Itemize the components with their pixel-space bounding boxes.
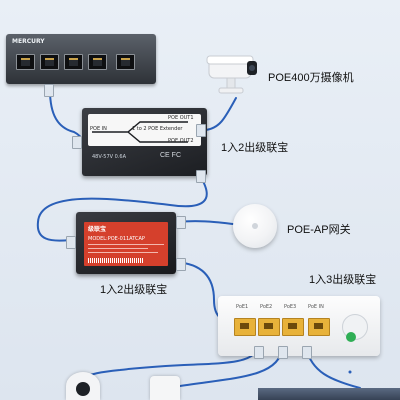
extender-red-model: MODEL:POE-011ATCAP — [88, 236, 145, 242]
splitter-port — [282, 318, 304, 336]
camera-lens — [76, 382, 90, 396]
extender-top-label: 1入2出级联宝 — [221, 142, 289, 154]
switch-rj45-plug — [44, 84, 54, 97]
switch-port — [64, 54, 83, 70]
ext1-out-plug — [196, 170, 206, 183]
splitter-port-label: PoE1 — [236, 304, 249, 310]
ap-label: POE-AP网关 — [287, 224, 351, 236]
switch-port — [40, 54, 59, 70]
extender-spec: 48V-57V 0.6A — [92, 154, 127, 160]
switch-uplink-port — [116, 54, 135, 70]
poe-ap-gateway — [233, 204, 277, 248]
dome-camera — [66, 372, 100, 400]
ext1-out-plug — [196, 124, 206, 137]
splitter-out-plug — [302, 346, 312, 359]
extender-out1-label: POE OUT1 — [168, 115, 194, 121]
poe-splitter-1to3: PoE1 PoE2 PoE3 PoE IN — [218, 296, 380, 356]
ext2-out-plug — [176, 258, 186, 271]
splitter-out-plug — [254, 346, 264, 359]
splitter-label: 1入3出级联宝 — [309, 274, 377, 286]
barcode — [88, 258, 144, 263]
bullet-camera — [150, 376, 180, 400]
status-led — [346, 332, 356, 342]
poe-extender-1to2: 1 to 2 POE Extender POE OUT1 POE OUT2 PO… — [82, 108, 207, 176]
extender-label-panel: 1 to 2 POE Extender POE OUT1 POE OUT2 PO… — [88, 114, 201, 146]
poe-extender-red: 级联宝 MODEL:POE-011ATCAP — [76, 212, 176, 274]
splitter-port-label: PoE2 — [260, 304, 273, 310]
extender-middle-label: 1入2出级联宝 — [100, 284, 168, 296]
ext2-in-plug — [66, 236, 76, 249]
cable-ext1-to-camera — [205, 97, 237, 131]
extender-out2-label: POE OUT2 — [168, 138, 194, 144]
extender-title: 1 to 2 POE Extender — [132, 126, 183, 132]
switch-brand: MERCURY — [12, 38, 45, 45]
camera-label: POE400万摄像机 — [268, 72, 354, 84]
divider — [88, 252, 158, 253]
extender-red-panel: 级联宝 MODEL:POE-011ATCAP — [84, 222, 168, 266]
divider — [88, 248, 148, 249]
splitter-port — [234, 318, 256, 336]
cable-ext1-to-ext2 — [36, 175, 208, 242]
cable-switch-to-ext1 — [49, 89, 85, 143]
divider — [88, 244, 164, 245]
ap-indicator — [252, 223, 258, 229]
extender-red-brand: 级联宝 — [88, 226, 107, 233]
extender-circuit-graphic — [92, 121, 188, 143]
splitter-out-plug — [278, 346, 288, 359]
certification-marks: CE FC — [160, 152, 181, 159]
monitor-device — [258, 388, 400, 400]
splitter-port — [258, 318, 280, 336]
ext1-in-plug — [72, 136, 82, 149]
cable-end-dot — [348, 370, 352, 374]
splitter-port — [308, 318, 330, 336]
extender-in-label: POE IN — [90, 126, 107, 132]
splitter-port-label: PoE IN — [308, 304, 324, 310]
poe-camera — [206, 55, 257, 94]
poe-switch: MERCURY — [6, 34, 156, 84]
switch-port — [88, 54, 107, 70]
switch-port — [16, 54, 35, 70]
ext2-out-plug — [176, 216, 186, 229]
splitter-port-label: PoE3 — [284, 304, 297, 310]
